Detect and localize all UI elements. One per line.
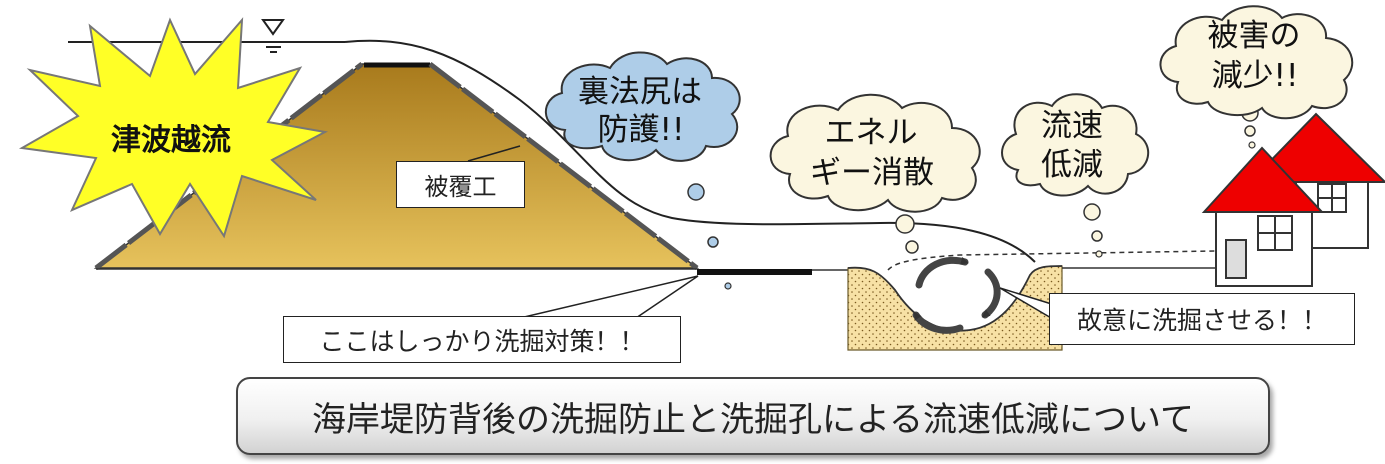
house-front	[1201, 146, 1325, 287]
protect-cloud	[544, 51, 741, 162]
bubble-dot	[707, 236, 719, 248]
downstream-water-line	[887, 250, 1216, 271]
damage-label-line2: 減少!!	[1212, 58, 1299, 94]
energy-label-line2: ギー消散	[810, 155, 934, 191]
revetment-label: 被覆工	[396, 161, 525, 208]
scour-protection-label: ここはしっかり洗掘対策！！	[283, 316, 681, 363]
bubble-dot	[895, 214, 915, 234]
velocity-label-line1: 流速	[1041, 108, 1103, 144]
damage-cloud	[1159, 5, 1354, 120]
water-level-icon	[261, 19, 285, 53]
caption-title: 海岸堤防背後の洗掘防止と洗掘孔による流速低減について	[236, 377, 1270, 455]
vortex-icon	[912, 256, 1001, 334]
protect-label-line2: 防護!!	[598, 112, 685, 148]
bubble-dot	[687, 183, 705, 201]
bubble-dot	[1091, 230, 1103, 242]
overflow-flow-line	[344, 39, 1036, 263]
bubble-dot	[1244, 125, 1256, 137]
energy-cloud	[769, 93, 981, 213]
scour-hole	[847, 265, 1063, 351]
intentional-scour-pointer	[999, 287, 1059, 323]
energy-label-line1: エネル	[825, 115, 918, 151]
damage-label-line1: 被害の	[1208, 18, 1301, 54]
tsunami-burst	[18, 17, 329, 239]
bubble-dot	[1083, 203, 1101, 221]
back-slope-cover	[428, 62, 699, 270]
bubble-dot	[724, 282, 732, 290]
bubble-dot	[1248, 141, 1256, 149]
revetment-pointer	[467, 145, 521, 162]
bubble-dot	[1095, 250, 1103, 258]
tsunami-label: 津波越流	[111, 123, 231, 158]
protect-label-line1: 裏法尻は	[578, 74, 702, 110]
velocity-label-line2: 低減	[1041, 147, 1103, 183]
intentional-scour-label: 故意に洗掘させる！！	[1049, 293, 1355, 345]
scour-protection-pointer	[519, 275, 699, 319]
velocity-cloud	[1001, 93, 1150, 197]
bubble-dot	[905, 240, 919, 254]
scour-hole-edge	[847, 265, 1063, 332]
